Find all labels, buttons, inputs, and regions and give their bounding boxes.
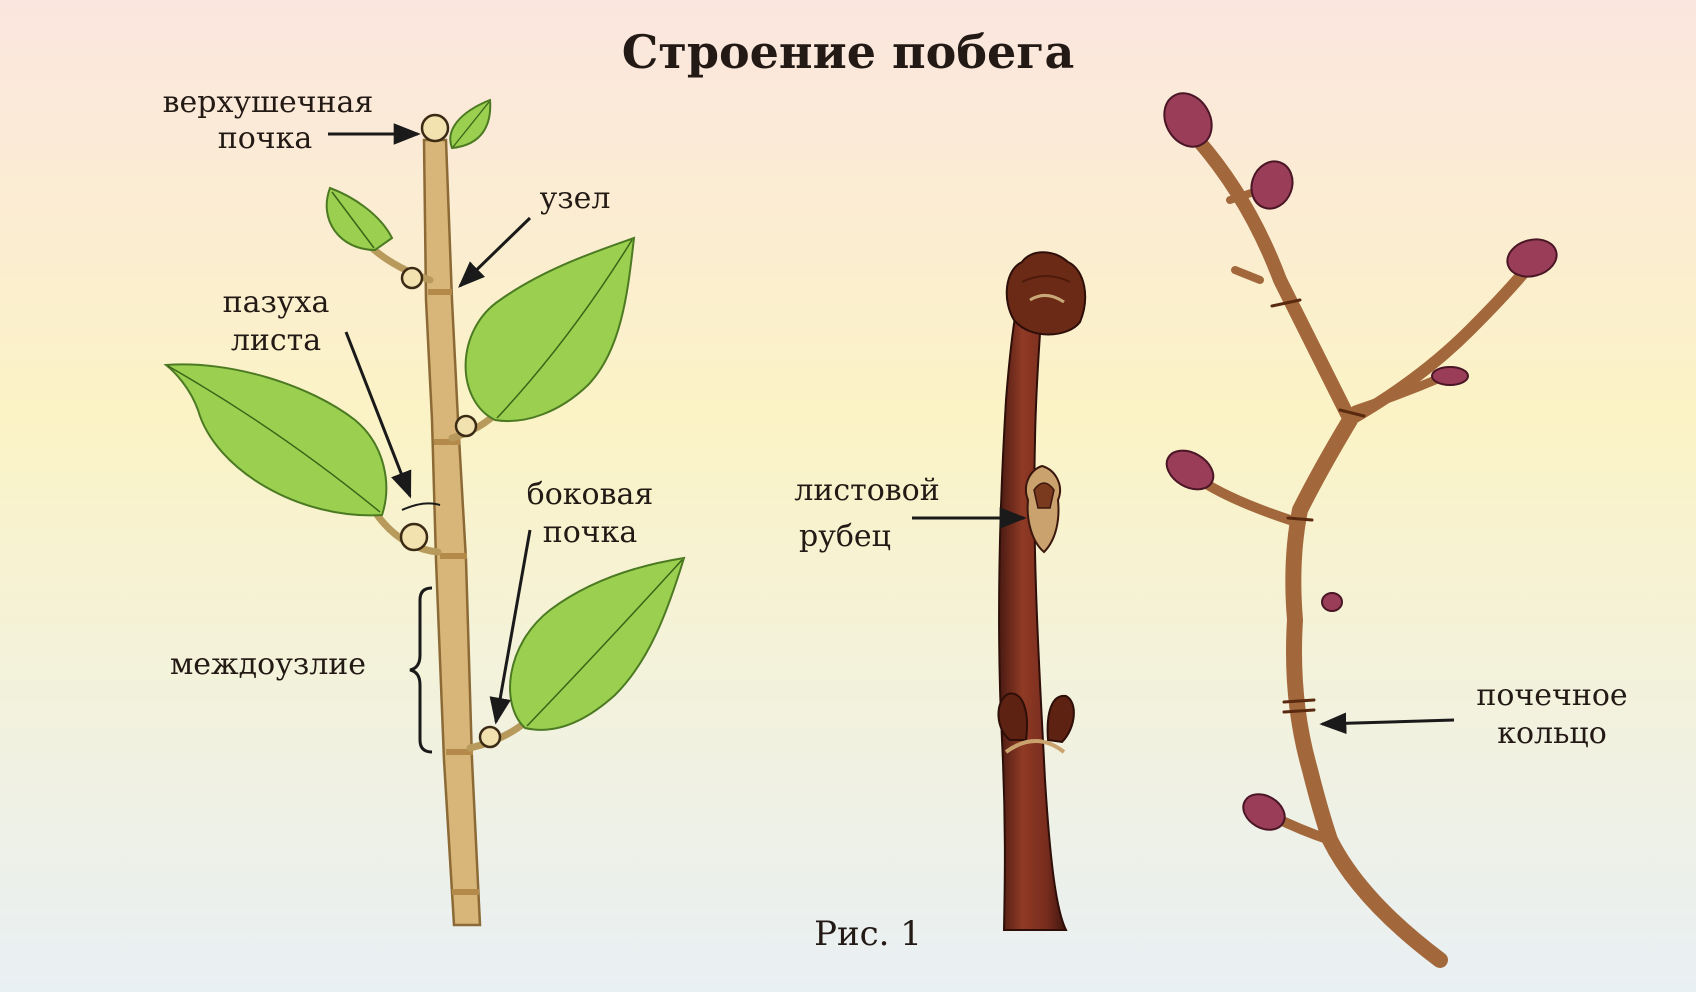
label-apical-bud-line2: почка — [218, 121, 313, 156]
label-leaf-scar-line2: рубец — [799, 519, 891, 554]
twig-terminal-bud — [1007, 252, 1085, 334]
bark-ring — [1284, 700, 1314, 702]
apical-bud — [422, 115, 448, 141]
lateral-bud-left — [998, 693, 1027, 740]
label-bud-ring-line2: кольцо — [1497, 716, 1607, 751]
lateral-bud — [401, 524, 427, 550]
label-leaf-axil-line2: листа — [231, 323, 321, 358]
lateral-bud — [456, 416, 476, 436]
figure-title: Строение побега — [622, 25, 1075, 79]
label-lateral-bud-line1: боковая — [527, 477, 654, 512]
label-internode: междоузлие — [170, 647, 366, 682]
label-leaf-axil-line1: пазуха — [223, 285, 330, 320]
bark-ring — [1288, 518, 1312, 520]
label-leaf-scar-line1: листовой — [794, 473, 939, 508]
bark-ring — [1284, 710, 1314, 712]
axillary-bud — [1034, 483, 1054, 508]
label-lateral-bud-line2: почка — [543, 515, 638, 550]
bud — [1322, 593, 1342, 611]
label-node: узел — [540, 181, 611, 216]
label-bud-ring-line1: почечное — [1476, 678, 1627, 713]
lateral-bud — [480, 727, 500, 747]
label-apical-bud-line1: верхушечная — [163, 85, 374, 120]
lateral-bud — [402, 268, 422, 288]
bud — [1432, 367, 1468, 385]
figure-caption: Рис. 1 — [814, 914, 922, 954]
